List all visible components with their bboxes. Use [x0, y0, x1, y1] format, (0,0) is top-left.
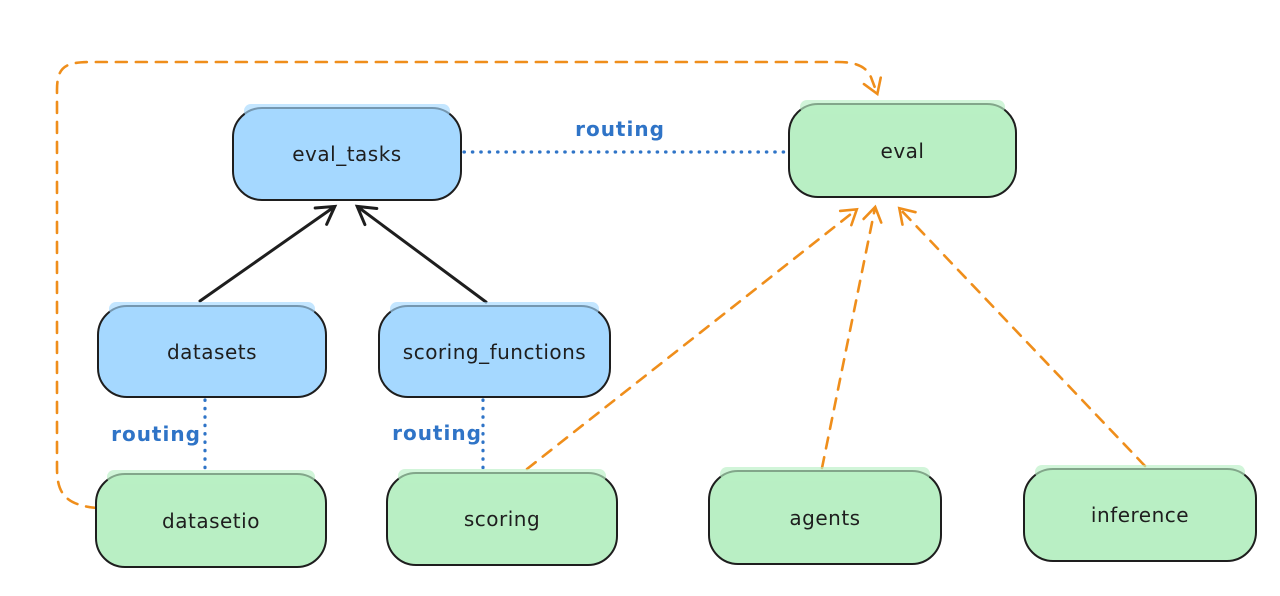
- edge-label-datasets-datasetio: routing: [111, 422, 201, 446]
- node-label-inference: inference: [1090, 503, 1190, 527]
- edge-label-scoring_functions-scoring: routing: [392, 421, 482, 445]
- node-eval: eval: [788, 100, 1017, 198]
- edge-label-eval_tasks-eval: routing: [575, 117, 665, 141]
- node-inference: inference: [1023, 465, 1257, 562]
- node-label-scoring: scoring: [463, 507, 541, 531]
- node-label-eval_tasks: eval_tasks: [292, 142, 402, 166]
- edge-datasetio-eval: [55, 60, 883, 510]
- edge-datasets-eval_tasks: [198, 204, 338, 303]
- node-label-datasetio: datasetio: [162, 508, 260, 533]
- edge-scoring_functions-eval_tasks: [354, 204, 488, 304]
- edge-inference-eval: [897, 206, 1147, 468]
- node-label-scoring_functions: scoring_functions: [402, 339, 587, 364]
- edge-scoring-eval: [525, 207, 859, 471]
- node-label-datasets: datasets: [166, 339, 258, 364]
- node-datasets: datasets: [97, 302, 327, 398]
- node-label-eval: eval: [880, 138, 925, 163]
- edge-agents-eval: [820, 204, 883, 470]
- node-agents: agents: [708, 467, 942, 565]
- node-datasetio: datasetio: [95, 470, 327, 568]
- node-scoring_functions: scoring_functions: [378, 302, 611, 398]
- node-eval_tasks: eval_tasks: [232, 104, 462, 201]
- node-label-agents: agents: [789, 505, 861, 530]
- node-scoring: scoring: [386, 469, 618, 566]
